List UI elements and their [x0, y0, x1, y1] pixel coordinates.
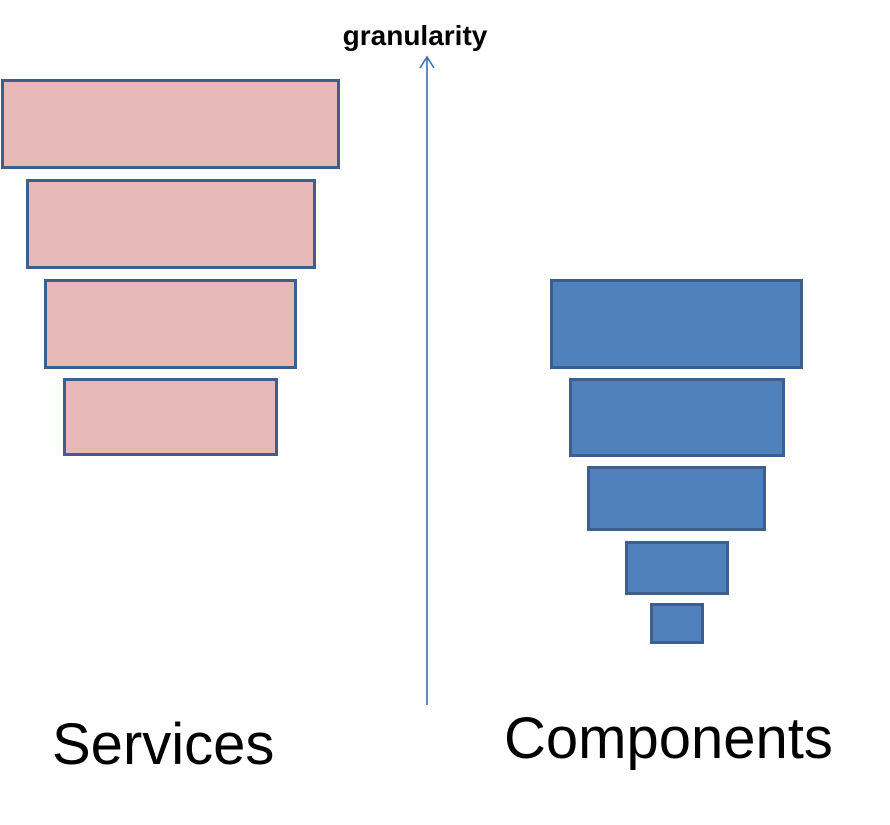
- arrow-head-icon: [419, 55, 435, 69]
- components-label: Components: [504, 706, 833, 771]
- component-bar: [625, 541, 729, 595]
- component-bar: [569, 378, 785, 457]
- service-bar: [1, 79, 340, 169]
- services-label: Services: [52, 712, 275, 777]
- component-bar: [650, 603, 704, 644]
- axis-label: granularity: [342, 20, 488, 51]
- service-bar: [63, 378, 278, 456]
- service-bar: [44, 279, 297, 369]
- component-bar: [587, 466, 766, 531]
- component-bar: [550, 279, 803, 369]
- granularity-axis-arrow: [419, 55, 435, 705]
- service-bar: [26, 179, 316, 269]
